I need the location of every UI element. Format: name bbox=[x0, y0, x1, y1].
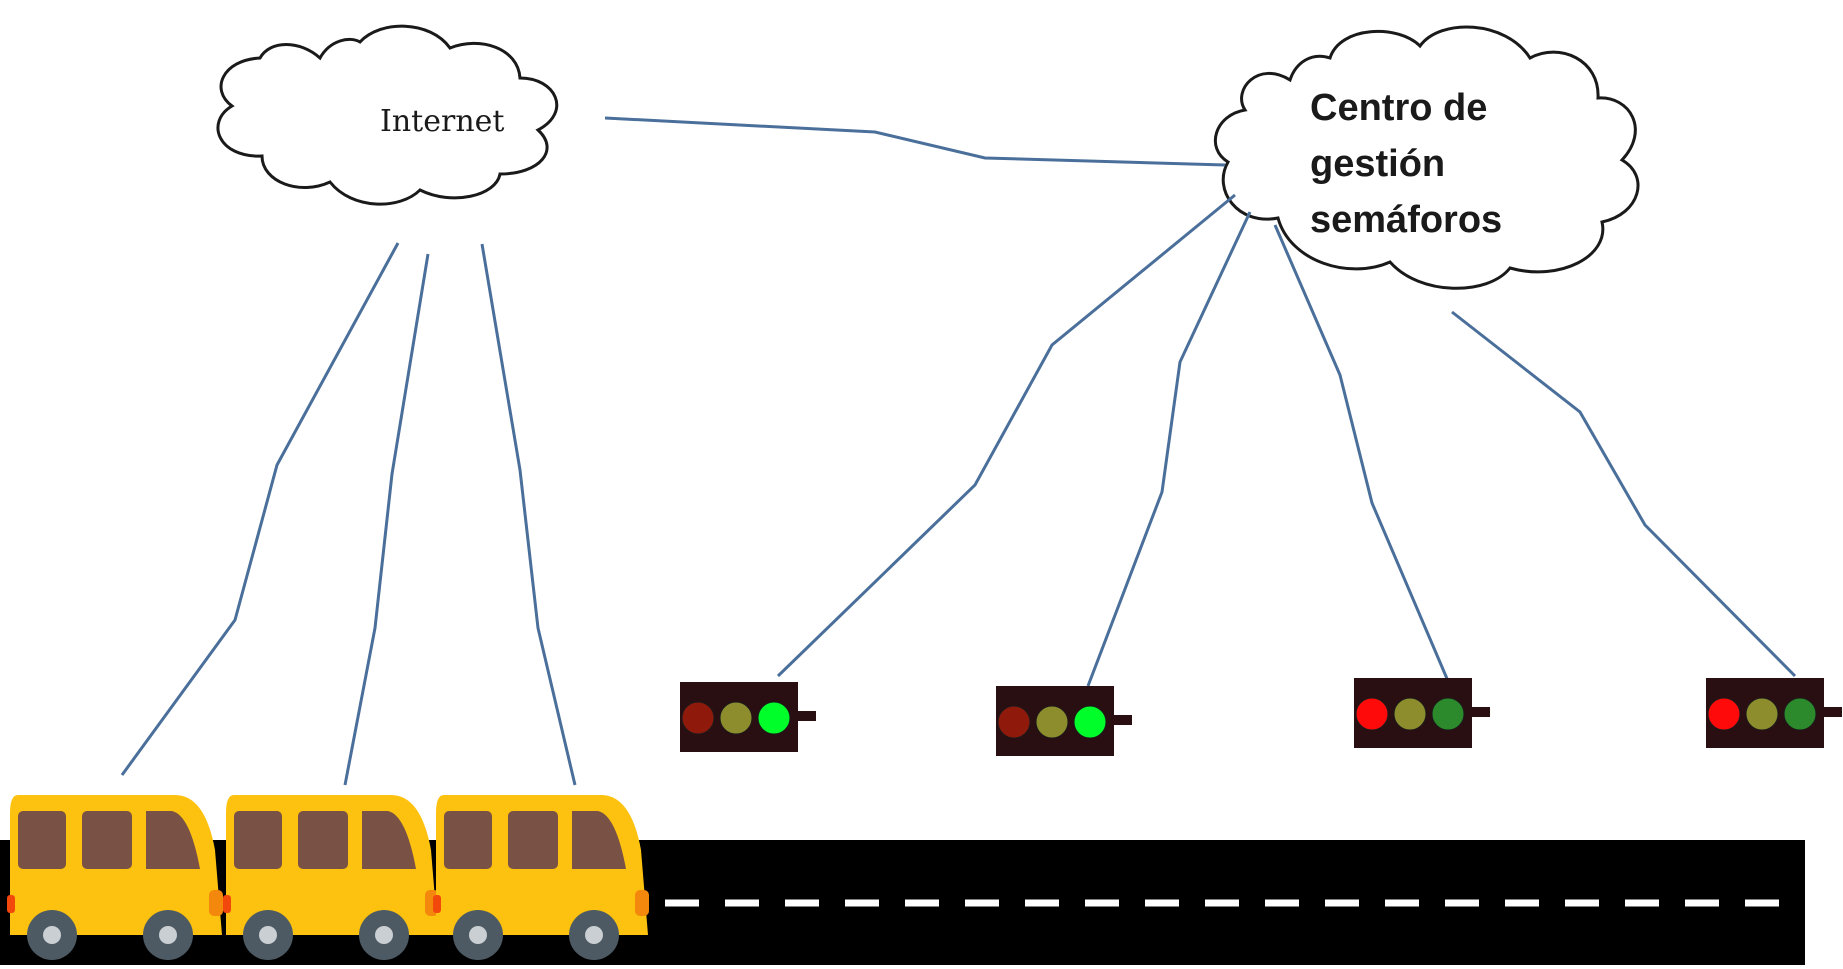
bus bbox=[223, 795, 439, 960]
bus-window bbox=[508, 811, 558, 869]
bus-window bbox=[82, 811, 132, 869]
bus-window bbox=[444, 811, 492, 869]
bus bbox=[433, 795, 649, 960]
wireless-link bbox=[1086, 211, 1252, 687]
communication-links bbox=[120, 116, 1797, 786]
traffic-light-lamp bbox=[1035, 705, 1069, 739]
traffic-light bbox=[1354, 678, 1490, 748]
traffic-light-lamp bbox=[1393, 697, 1427, 731]
bus-taillight bbox=[223, 895, 231, 913]
internet-cloud-shape bbox=[216, 24, 559, 206]
buses-group bbox=[7, 795, 649, 960]
management-center-cloud bbox=[1213, 25, 1640, 290]
bus-wheel-hub bbox=[43, 926, 61, 944]
bus-wheel-hub bbox=[159, 926, 177, 944]
internet-label: Internet bbox=[380, 104, 505, 139]
bus-windshield bbox=[362, 811, 416, 869]
wireless-link bbox=[776, 193, 1236, 678]
internet-cloud bbox=[216, 24, 559, 206]
wireless-link bbox=[1273, 224, 1450, 682]
wireless-link bbox=[480, 243, 577, 786]
traffic-light-lamp bbox=[1355, 697, 1389, 731]
management-center-label-line: semáforos bbox=[1310, 199, 1503, 241]
traffic-light-lamp bbox=[1783, 697, 1817, 731]
bus-wheel-hub bbox=[469, 926, 487, 944]
bus-windshield bbox=[146, 811, 200, 869]
traffic-light-lamp bbox=[1707, 697, 1741, 731]
traffic-light-mount bbox=[798, 711, 816, 721]
wireless-link bbox=[343, 253, 430, 786]
management-cloud-shape bbox=[1213, 25, 1640, 290]
traffic-light-lamp bbox=[1073, 705, 1107, 739]
bus-headlight bbox=[635, 890, 649, 916]
bus-wheel-hub bbox=[375, 926, 393, 944]
bus bbox=[7, 795, 223, 960]
traffic-light-lamp bbox=[997, 705, 1031, 739]
traffic-light bbox=[996, 686, 1132, 756]
wireless-link bbox=[120, 242, 400, 776]
traffic-light-lamp bbox=[757, 701, 791, 735]
management-center-label-line: Centro de bbox=[1310, 87, 1488, 129]
bus-window bbox=[18, 811, 66, 869]
wireless-link bbox=[1451, 310, 1797, 678]
traffic-light bbox=[680, 682, 816, 752]
bus-wheel-hub bbox=[585, 926, 603, 944]
traffic-light-lamp bbox=[681, 701, 715, 735]
traffic-light-mount bbox=[1114, 715, 1132, 725]
wireless-link bbox=[604, 116, 1226, 167]
traffic-light-mount bbox=[1824, 707, 1842, 717]
bus-window bbox=[234, 811, 282, 869]
bus-windshield bbox=[572, 811, 626, 869]
traffic-light bbox=[1706, 678, 1842, 748]
traffic-light-mount bbox=[1472, 707, 1490, 717]
bus-wheel-hub bbox=[259, 926, 277, 944]
traffic-light-lamp bbox=[1431, 697, 1465, 731]
bus-taillight bbox=[7, 895, 15, 913]
traffic-light-lamp bbox=[719, 701, 753, 735]
traffic-lights-group bbox=[680, 678, 1842, 756]
bus-taillight bbox=[433, 895, 441, 913]
management-center-label: Centro de gestión semáforos bbox=[1310, 80, 1540, 248]
bus-window bbox=[298, 811, 348, 869]
management-center-label-line: gestión bbox=[1310, 143, 1446, 185]
bus-headlight bbox=[209, 890, 223, 916]
traffic-light-lamp bbox=[1745, 697, 1779, 731]
